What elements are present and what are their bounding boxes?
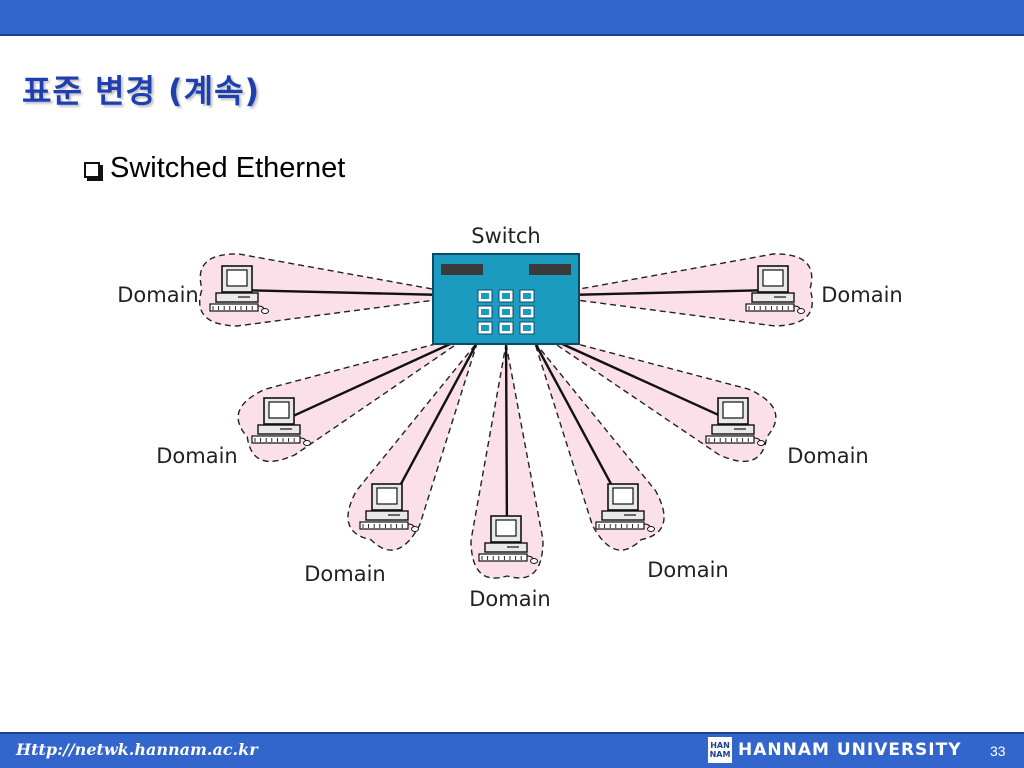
ethernet-link bbox=[504, 327, 509, 527]
port-socket bbox=[523, 309, 531, 315]
domain-label: Domain bbox=[787, 444, 869, 468]
checkbox-bullet-icon bbox=[84, 161, 100, 178]
port-socket bbox=[502, 309, 510, 315]
computer-icon bbox=[209, 265, 269, 314]
ethernet-link bbox=[525, 327, 619, 497]
port-socket bbox=[502, 325, 510, 331]
computer-icon bbox=[595, 483, 655, 532]
switch bbox=[432, 253, 580, 345]
computer-icon bbox=[745, 265, 805, 314]
top-bar bbox=[0, 0, 1024, 36]
footer-url-link[interactable]: Http://netwk.hannam.ac.kr bbox=[16, 740, 258, 759]
university-branding: HAN NAM HANNAM UNIVERSITY bbox=[708, 737, 962, 763]
university-name: HANNAM UNIVERSITY bbox=[738, 740, 962, 760]
port-socket bbox=[481, 309, 489, 315]
port-socket bbox=[523, 293, 531, 299]
computer-icon bbox=[705, 397, 765, 446]
bullet-item: Switched Ethernet bbox=[84, 152, 345, 185]
collision-domain-region bbox=[542, 253, 813, 327]
page-number: 33 bbox=[990, 743, 1006, 759]
university-logo-icon: HAN NAM bbox=[708, 737, 732, 763]
ethernet-link bbox=[393, 327, 487, 497]
switch-status-slot-left bbox=[441, 264, 483, 275]
port-socket bbox=[481, 325, 489, 331]
port-socket bbox=[481, 293, 489, 299]
switch-status-slot-right bbox=[529, 264, 571, 275]
computer-icon bbox=[251, 397, 311, 446]
domain-label: Domain bbox=[647, 558, 729, 582]
port-socket bbox=[523, 325, 531, 331]
domain-label: Domain bbox=[156, 444, 238, 468]
domain-label: Domain bbox=[304, 562, 386, 586]
bullet-text: Switched Ethernet bbox=[110, 152, 346, 184]
collision-domain-region bbox=[199, 253, 470, 327]
domain-label: Domain bbox=[469, 587, 551, 611]
computer-icon bbox=[478, 515, 538, 564]
switch-label: Switch bbox=[471, 224, 540, 248]
slide-title: 표준 변경 (계속) bbox=[22, 72, 261, 110]
footer-bar: Http://netwk.hannam.ac.kr HAN NAM HANNAM… bbox=[0, 732, 1024, 768]
domain-label: Domain bbox=[821, 283, 903, 307]
port-socket bbox=[502, 293, 510, 299]
domain-label: Domain bbox=[117, 283, 199, 307]
computer-icon bbox=[359, 483, 419, 532]
